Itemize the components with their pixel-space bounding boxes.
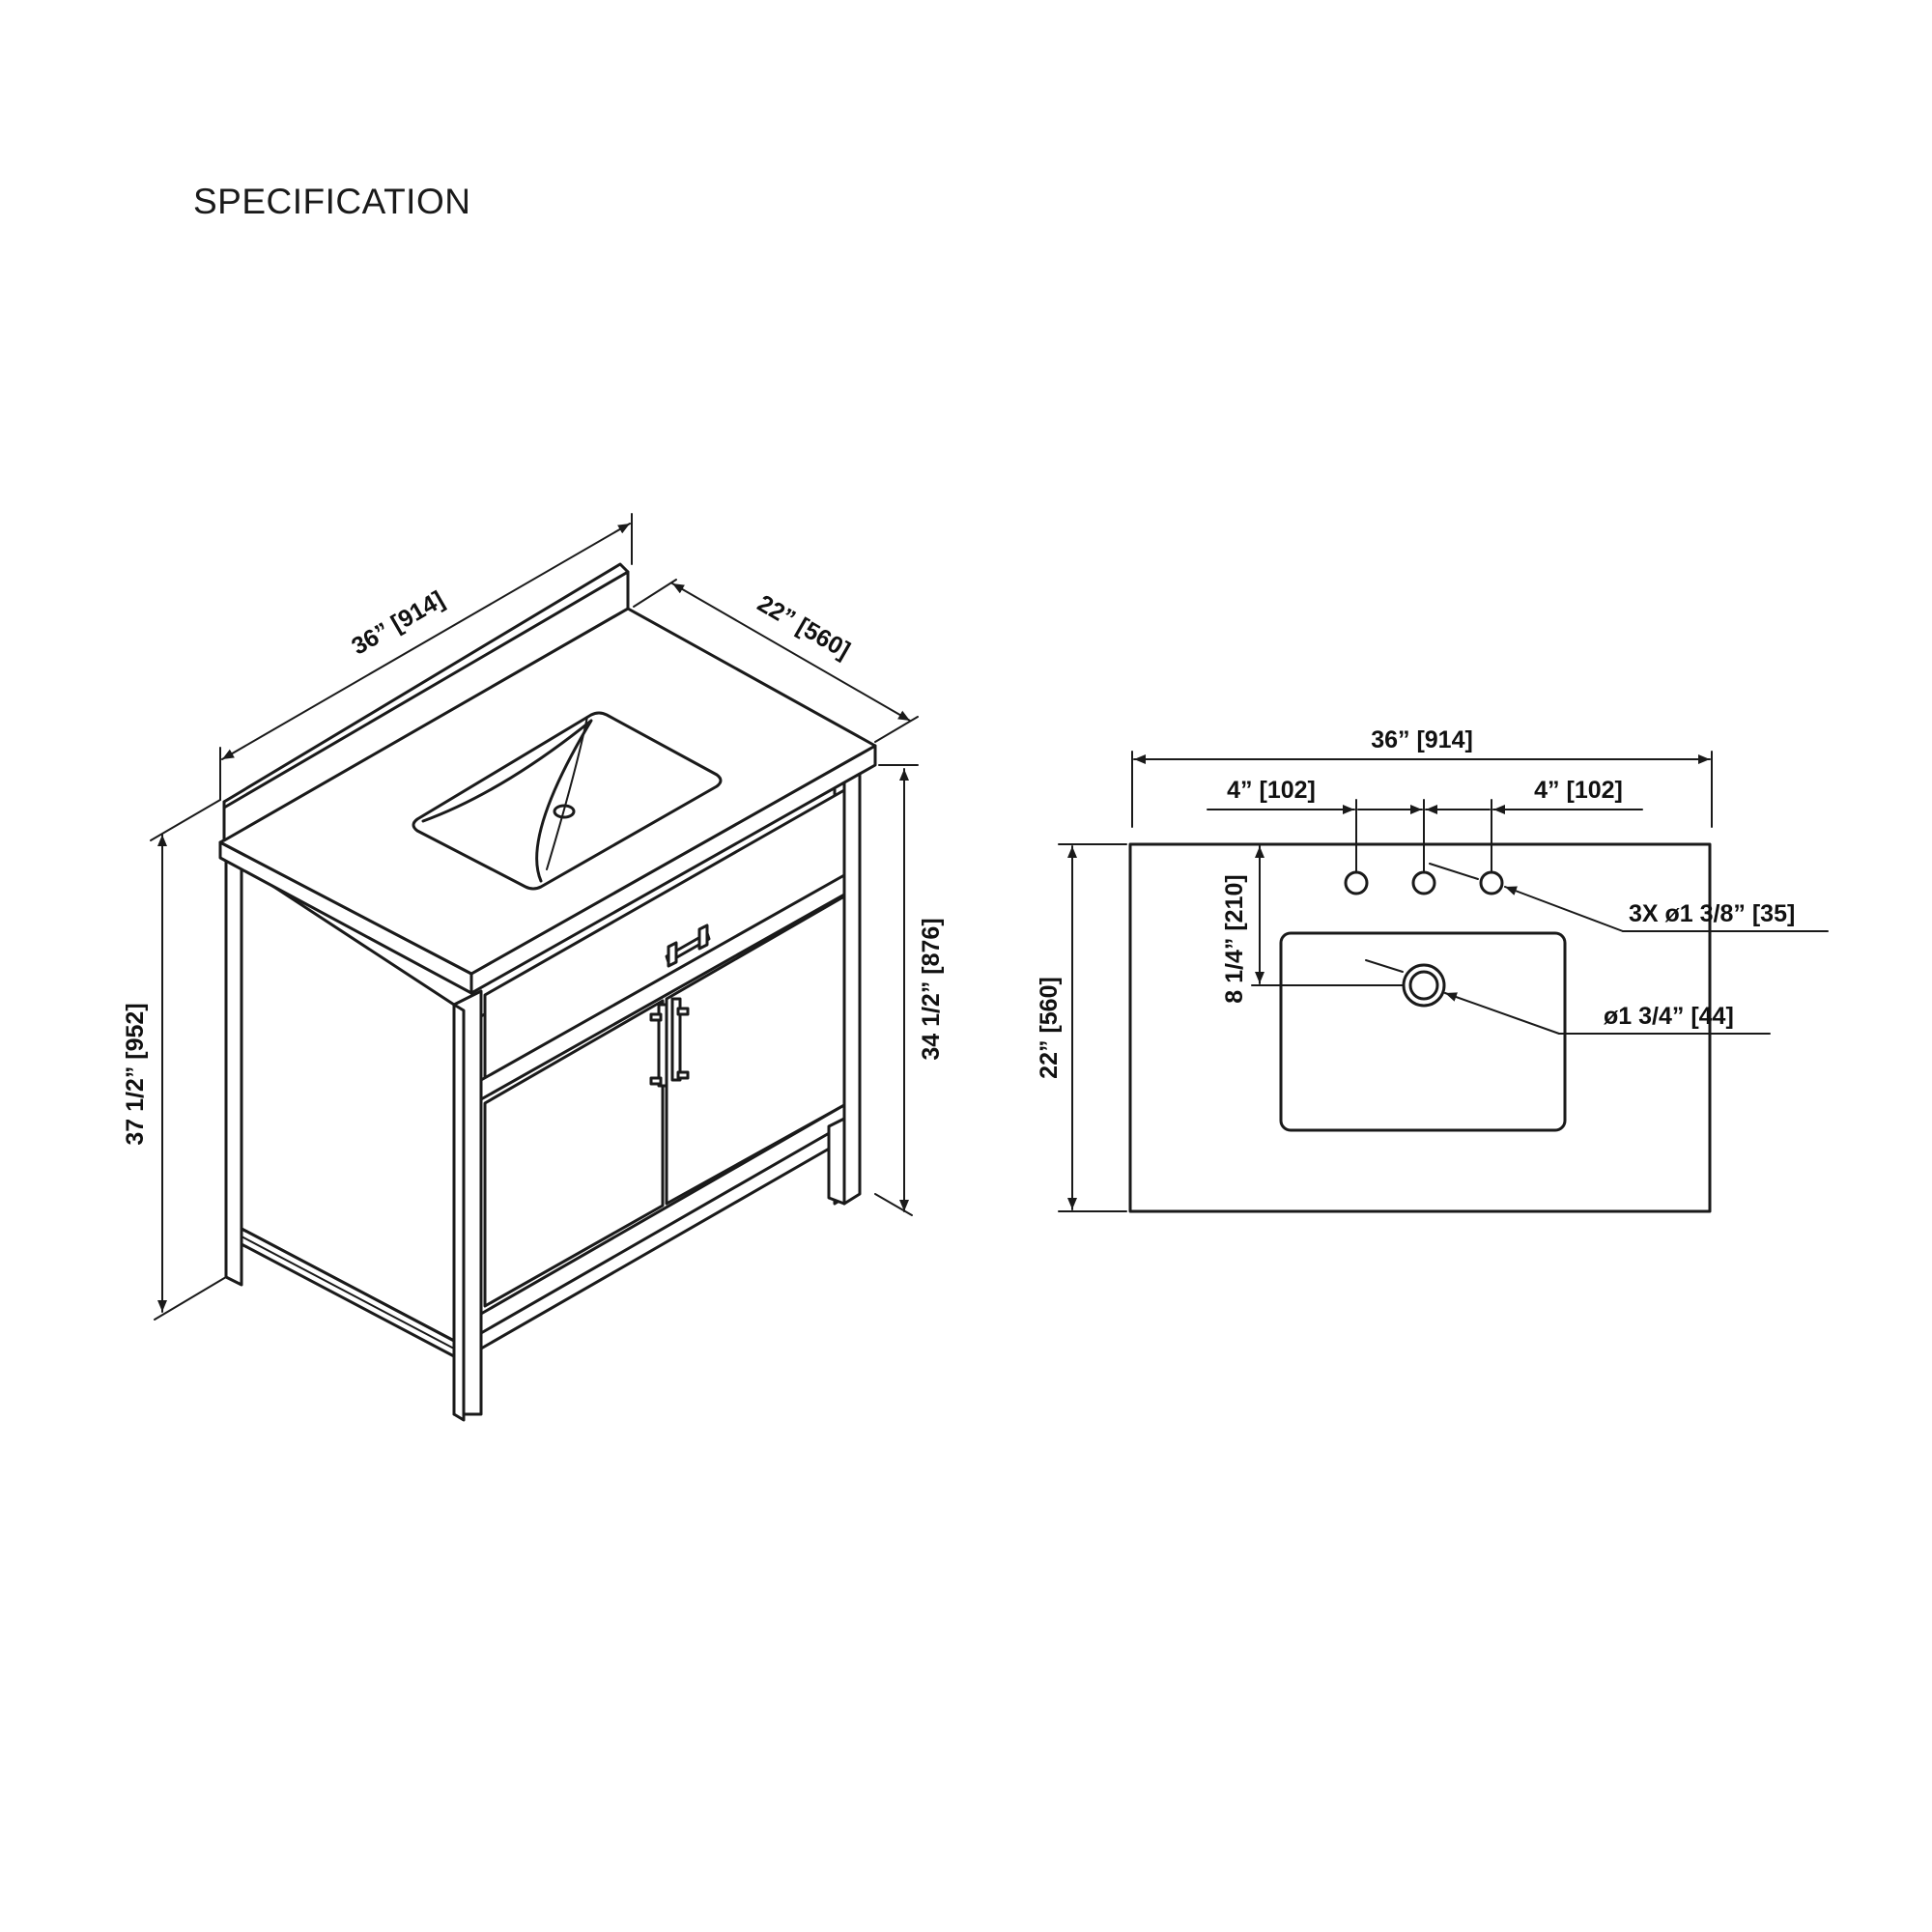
dimension-counter-height	[874, 764, 919, 1216]
top-width-label: 36” [914]	[1371, 726, 1473, 753]
hole-spacing-dimension	[1207, 799, 1643, 872]
faucet-hole-left	[1344, 870, 1369, 895]
drawer-pull	[665, 923, 711, 968]
door-handles	[649, 997, 690, 1088]
counter-height-label: 34 1/2” [876]	[918, 918, 945, 1060]
width-dimension-label: 36” [914]	[347, 586, 448, 661]
back-left-leg	[224, 844, 243, 1287]
vanity-isometric-view: 36” [914] 22” [560] 37 1/2” [952] 34 1/2…	[122, 513, 945, 1422]
drain-offset-dimension	[1251, 845, 1404, 986]
front-right-leg-side	[827, 1117, 846, 1206]
right-spacing-label: 4” [102]	[1534, 777, 1623, 804]
depth-dimension-label: 22” [560]	[753, 590, 854, 665]
front-left-leg-front	[452, 1003, 466, 1422]
top-width-dimension	[1131, 751, 1713, 828]
drain-leader	[1365, 959, 1771, 1035]
top-depth-label: 22” [560]	[1036, 977, 1063, 1079]
faucet-holes-label: 3X ø1 3/8” [35]	[1629, 900, 1795, 927]
drain-inner	[1408, 970, 1439, 1001]
sink-drain	[553, 804, 576, 819]
page-title: SPECIFICATION	[193, 182, 471, 221]
left-spacing-label: 4” [102]	[1227, 777, 1316, 804]
top-depth-dimension	[1058, 843, 1127, 1212]
drain-offset-label: 8 1/4” [210]	[1221, 874, 1248, 1003]
countertop-outline	[1128, 842, 1712, 1213]
dimension-width	[219, 513, 633, 801]
faucet-hole-right	[1479, 870, 1504, 895]
countertop-top-view: 36” [914] 4” [102] 4” [102] 22” [560] 8 …	[1036, 726, 1829, 1213]
drain-label: ø1 3/4” [44]	[1604, 1003, 1734, 1030]
dimension-depth	[633, 579, 919, 743]
faucet-hole-leader	[1429, 863, 1829, 932]
overall-height-label: 37 1/2” [952]	[122, 1003, 149, 1145]
left-door	[483, 999, 665, 1308]
side-stretcher-inner-line	[241, 1236, 455, 1350]
sink-outline	[1279, 931, 1567, 1132]
faucet-hole-center	[1411, 870, 1436, 895]
front-right-leg	[842, 769, 862, 1206]
dimension-overall-height	[150, 799, 227, 1321]
